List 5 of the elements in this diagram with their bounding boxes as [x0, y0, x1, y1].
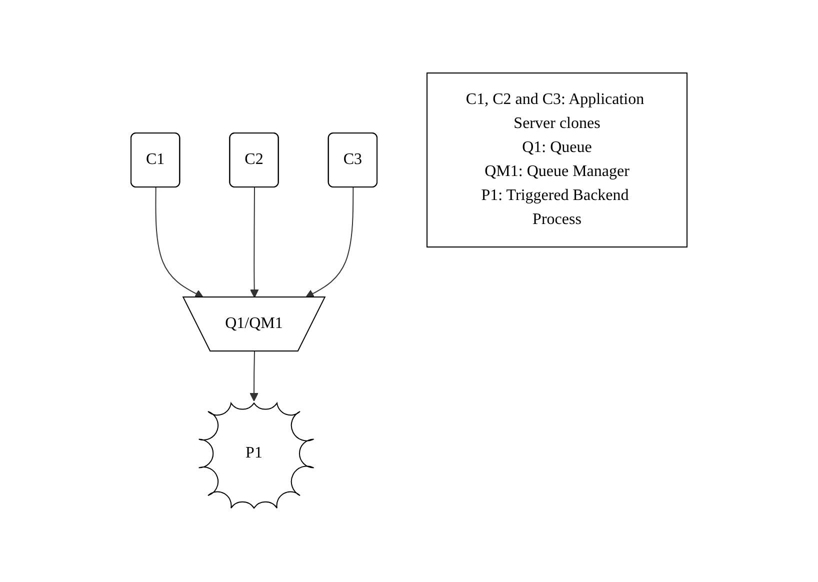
arrow [250, 351, 258, 402]
arrow [155, 187, 204, 298]
arrow [250, 187, 259, 298]
arrow [305, 187, 354, 298]
node-box: C1, C2 and C3: Application Server clones Q1: Queue QM1: Queue Manager P1: Triggered Backend Process [426, 72, 688, 248]
